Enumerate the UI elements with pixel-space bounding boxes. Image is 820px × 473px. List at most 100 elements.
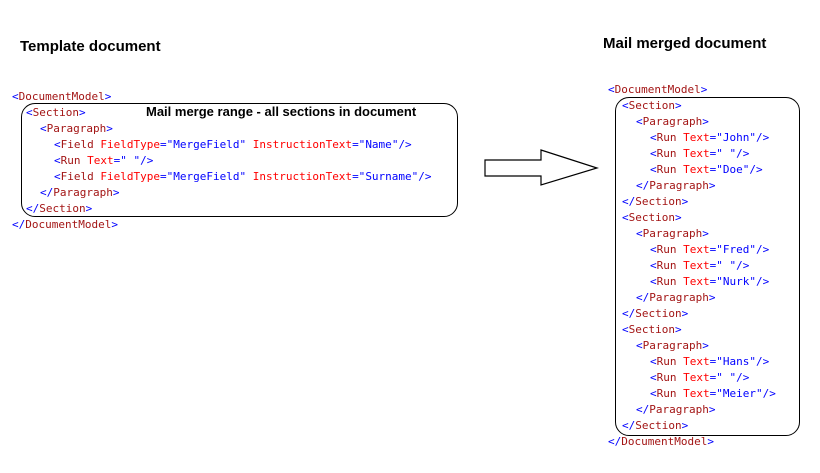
xml-tag-name: Run	[656, 275, 677, 288]
xml-bracket: >	[112, 186, 120, 199]
xml-bracket: />	[762, 387, 776, 400]
xml-bracket: <	[622, 323, 629, 336]
xml-line: </Section>	[608, 306, 776, 322]
xml-attribute-value: MergeField	[173, 138, 240, 151]
merged-range-box	[615, 97, 800, 436]
xml-attribute-value: Nurk	[722, 275, 750, 288]
xml-bracket: />	[756, 355, 770, 368]
xml-attribute-name: FieldType	[100, 170, 160, 183]
template-xml-code: <DocumentModel><Section><Paragraph><Fiel…	[12, 89, 432, 233]
xml-bracket: </	[40, 186, 54, 199]
xml-attribute-name: Text	[87, 154, 114, 167]
xml-attribute-name: Text	[683, 371, 710, 384]
xml-bracket: >	[681, 195, 689, 208]
xml-attribute-close: "	[749, 131, 756, 144]
xml-line: </Section>	[608, 418, 776, 434]
xml-bracket: <	[636, 339, 643, 352]
xml-tag-name: Section	[628, 323, 675, 336]
xml-tag-name: Section	[635, 307, 682, 320]
xml-line: </Paragraph>	[608, 290, 776, 306]
xml-bracket: </	[636, 179, 650, 192]
xml-bracket: </	[636, 403, 650, 416]
mail-merge-range-box	[21, 103, 458, 217]
xml-tag-name: Paragraph	[642, 115, 703, 128]
xml-tag-name: Field	[60, 170, 94, 183]
xml-attribute-open: ="	[352, 138, 366, 151]
xml-bracket: <	[650, 163, 657, 176]
xml-tag-name: DocumentModel	[18, 90, 105, 103]
xml-bracket: <	[650, 387, 657, 400]
xml-line: <Run Text=" "/>	[12, 153, 432, 169]
xml-tag-name: Section	[628, 99, 675, 112]
xml-bracket: </	[622, 307, 636, 320]
xml-tag-name: Run	[656, 259, 677, 272]
xml-bracket: >	[707, 435, 714, 448]
xml-tag-name: Run	[656, 163, 677, 176]
xml-attribute-close: "	[391, 138, 399, 151]
xml-tag-name: Field	[60, 138, 94, 151]
merged-heading: Mail merged document	[603, 35, 767, 52]
mail-merge-range-label: Mail merge range - all sections in docum…	[146, 104, 417, 119]
xml-attribute-name: Text	[683, 275, 710, 288]
xml-tag-name: Run	[656, 147, 677, 160]
xml-bracket: />	[756, 131, 770, 144]
xml-bracket: />	[736, 147, 750, 160]
xml-bracket: >	[702, 115, 709, 128]
xml-bracket: </	[622, 195, 636, 208]
xml-line: <Paragraph>	[608, 114, 776, 130]
xml-attribute-close: "	[411, 170, 419, 183]
xml-line: </Section>	[608, 194, 776, 210]
xml-attribute-close: "	[742, 163, 750, 176]
xml-bracket: </	[608, 435, 622, 448]
xml-tag-name: Paragraph	[642, 339, 703, 352]
xml-tag-name: Paragraph	[642, 227, 703, 240]
xml-attribute-open: ="	[159, 170, 174, 183]
xml-attribute-close: "	[239, 170, 247, 183]
xml-attribute-value: Meier	[722, 387, 756, 400]
xml-bracket: </	[622, 419, 636, 432]
xml-attribute-value: Hans	[722, 355, 750, 368]
xml-attribute-value	[723, 371, 730, 384]
xml-attribute-name: Text	[683, 259, 710, 272]
xml-bracket: >	[700, 83, 708, 96]
xml-bracket: <	[650, 371, 657, 384]
xml-tag-name: Paragraph	[649, 291, 709, 304]
xml-line: </Paragraph>	[12, 185, 432, 201]
xml-line: <Paragraph>	[608, 226, 776, 242]
xml-bracket: />	[736, 259, 750, 272]
xml-attribute-close: "	[749, 355, 756, 368]
xml-bracket: <	[12, 90, 19, 103]
xml-attribute-close: "	[239, 138, 247, 151]
xml-tag-name: Run	[656, 355, 677, 368]
xml-attribute-close: "	[749, 243, 756, 256]
xml-tag-name: Paragraph	[53, 186, 113, 199]
xml-bracket: <	[54, 138, 61, 151]
xml-bracket: <	[26, 106, 33, 119]
xml-space	[246, 170, 253, 183]
merged-xml-code: <DocumentModel><Section><Paragraph><Run …	[608, 82, 776, 450]
xml-attribute-name: Text	[683, 243, 710, 256]
xml-attribute-value: Doe	[722, 163, 743, 176]
xml-bracket: />	[418, 170, 432, 183]
xml-tag-name: DocumentModel	[614, 83, 701, 96]
xml-attribute-value	[127, 154, 134, 167]
xml-line: <Run Text=" "/>	[608, 146, 776, 162]
xml-space	[246, 138, 253, 151]
xml-attribute-open: ="	[709, 163, 723, 176]
xml-attribute-value: Surname	[365, 170, 412, 183]
xml-tag-name: Paragraph	[649, 403, 709, 416]
xml-attribute-name: Text	[683, 131, 710, 144]
xml-tag-name: Section	[635, 419, 682, 432]
xml-attribute-open: ="	[709, 387, 723, 400]
xml-bracket: />	[736, 371, 750, 384]
xml-line: </DocumentModel>	[608, 434, 776, 450]
xml-tag-name: Paragraph	[649, 179, 709, 192]
xml-bracket: <	[650, 355, 657, 368]
xml-attribute-name: Text	[683, 147, 710, 160]
xml-attribute-name: Text	[683, 163, 710, 176]
template-heading: Template document	[20, 38, 161, 55]
xml-bracket: >	[702, 339, 709, 352]
xml-tag-name: Section	[635, 195, 682, 208]
xml-line: </DocumentModel>	[12, 217, 432, 233]
xml-bracket: <	[54, 170, 61, 183]
